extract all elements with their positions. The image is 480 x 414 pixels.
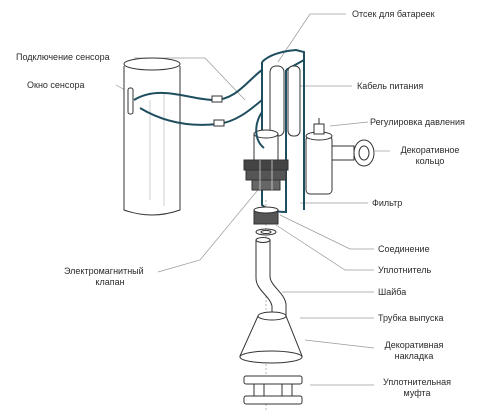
leader-seal <box>275 224 374 271</box>
label-solenoid-1: Электромагнитный <box>64 266 144 276</box>
plate-base <box>239 350 303 364</box>
label-ring-1: Декоративное <box>400 145 460 155</box>
coupling <box>243 375 303 405</box>
connector-upper <box>211 95 223 103</box>
battery <box>269 65 301 137</box>
sensor-window-shape <box>127 87 134 115</box>
outlet-tube <box>255 237 287 319</box>
fittings <box>253 206 279 236</box>
leader-decor-plate <box>304 339 375 349</box>
solenoid-nut-3 <box>251 179 281 191</box>
plate-top <box>257 311 287 321</box>
housing-back-rail <box>261 48 305 210</box>
leader-pressure <box>329 121 369 127</box>
label-seal: Уплотнитель <box>378 265 432 275</box>
label-coupling-2: муфта <box>403 388 431 398</box>
regulator <box>305 118 375 195</box>
label-battery: Отсек для батареек <box>352 9 435 19</box>
label-power-cable: Кабель питания <box>357 81 424 91</box>
decorative-ring-inner <box>358 145 370 161</box>
cable-solenoid <box>255 111 265 149</box>
sensor-cylinder-side <box>123 66 181 216</box>
decor-plate <box>239 311 303 364</box>
leader-battery-slope <box>277 13 311 63</box>
battery-body <box>269 65 285 137</box>
label-solenoid-2: клапан <box>95 277 125 287</box>
sensor-cylinder-top <box>123 57 181 71</box>
coupling-top-plate <box>243 375 303 385</box>
solenoid-nut-1 <box>243 159 289 171</box>
label-coupling-1: Уплотнительная <box>383 377 451 387</box>
coupling-bottom-plate <box>243 395 303 405</box>
regulator-body <box>305 135 333 195</box>
battery-body-2 <box>287 65 301 137</box>
label-pressure: Регулировка давления <box>370 117 465 127</box>
label-sensor-window: Окно сенсора <box>27 80 85 90</box>
coupling-neck <box>253 383 293 397</box>
label-filter: Фильтр <box>372 198 403 208</box>
leader-joint <box>279 214 374 250</box>
leader-solenoid <box>157 184 263 273</box>
label-plate-1: Декоративная <box>384 340 444 350</box>
solenoid <box>243 129 289 191</box>
tube-top <box>255 237 271 243</box>
sensor-body <box>123 57 181 216</box>
label-outlet: Трубка выпуска <box>378 313 444 323</box>
seal-hole <box>260 230 272 234</box>
solenoid-nut-2 <box>245 169 287 181</box>
solenoid-top <box>253 129 279 139</box>
connector-lower <box>213 119 225 127</box>
label-plate-2: накладка <box>394 351 434 361</box>
label-ring-2: кольцо <box>415 156 445 166</box>
tube-shape <box>255 239 287 319</box>
cable-connectors <box>211 95 225 127</box>
regulator-knob <box>313 123 325 135</box>
label-washer: Шайба <box>378 287 407 297</box>
joint-top <box>253 206 279 214</box>
label-joint: Соединение <box>378 244 430 254</box>
label-sensor-connection: Подключение сенсора <box>16 52 110 62</box>
regulator-outlet <box>331 145 355 161</box>
